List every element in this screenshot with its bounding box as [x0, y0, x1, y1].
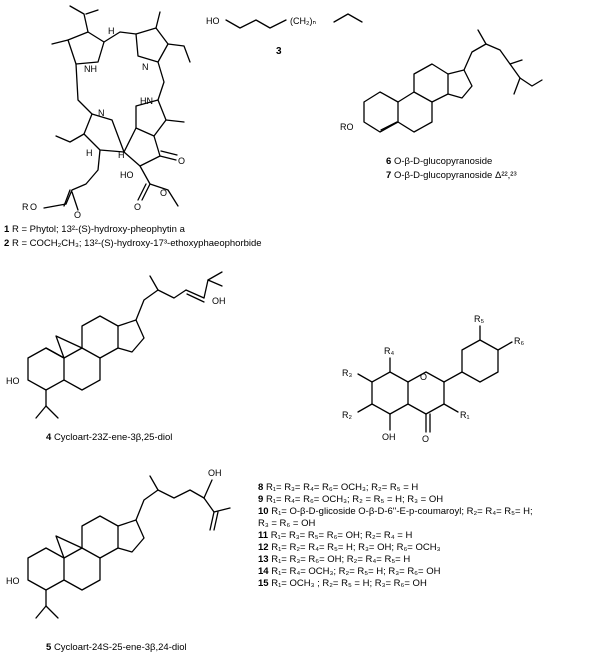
- caption-compound-2: 2 R = COCH₂CH₃; 13²-(S)-hydroxy-17³-etho…: [4, 238, 262, 250]
- compound-6-number: 6: [386, 156, 392, 167]
- vinyl-h: H: [108, 26, 115, 36]
- compound-2-number: 2: [4, 238, 10, 249]
- ester-oxygen: O: [30, 202, 37, 212]
- hydroxy-label: HO: [120, 170, 134, 180]
- cycloartane-4-oh: OH: [212, 296, 226, 306]
- compound-1-number: 1: [4, 224, 10, 235]
- flavonoid-row: 13 R₁= R₃= R₆= OH; R₂= R₄= R₅= H: [258, 554, 411, 565]
- structure-flavone: O O OH R₃ R₂ R₄ R₁ R₅ R₆: [342, 314, 524, 444]
- methoxy-oxygen: O: [160, 188, 167, 198]
- chain-hydroxyl: HO: [206, 16, 220, 26]
- flavonoid-row: 14 R₁= R₄= OCH₃; R₂= R₅= H; R₃= R₆= OH: [258, 566, 441, 577]
- compound-7-text: O-β-D-glucopyranoside Δ²²,²³: [393, 170, 517, 181]
- caption-compound-7: 7 O-β-D-glucopyranoside Δ²²,²³: [386, 170, 517, 182]
- caption-compound-5: 5 Cycloart-24S-25-ene-3β,24-diol: [46, 642, 187, 654]
- caption-compound-4: 4 Cycloart-23Z-ene-3β,25-diol: [46, 432, 172, 444]
- cycloartane-5-hydroxyl: HO: [6, 576, 20, 586]
- caption-compound-1: 1 R = Phytol; 13²-(S)-hydroxy-pheophytin…: [4, 224, 185, 236]
- flavone-carbonyl-o: O: [422, 434, 429, 444]
- compound-4-text: Cycloart-23Z-ene-3β,25-diol: [53, 432, 173, 443]
- structure-cycloartane-5: HO OH: [6, 468, 231, 619]
- cycloartane-4-hydroxyl: HO: [6, 376, 20, 386]
- compound-4-number: 4: [46, 432, 52, 443]
- flavone-r2: R₂: [342, 410, 352, 420]
- compound-1-text: R = Phytol; 13²-(S)-hydroxy-pheophytin a: [11, 224, 185, 235]
- compound-5-text: Cycloart-24S-25-ene-3β,24-diol: [53, 642, 187, 653]
- flavonoid-row: 15 R₁= OCH₃ ; R₂= R₅ = H; R₃= R₆= OH: [258, 578, 427, 589]
- pyrrole-nh: NH: [84, 64, 97, 74]
- flavonoid-row: 10 R₁= O-β-D-glicoside O-β-D-6''-E-p-cou…: [258, 506, 533, 517]
- flavonoid-row: 11 R₁= R₃= R₅= R₆= OH; R₂= R₄ = H: [258, 530, 413, 541]
- compound-5-number: 5: [46, 642, 52, 653]
- flavonoid-row: 12 R₁= R₂= R₄= R₅= H; R₃= OH; R₆= OCH₃: [258, 542, 441, 553]
- flavone-ring-o: O: [420, 372, 427, 382]
- caption-compound-6: 6 O-β-D-glucopyranoside: [386, 156, 492, 168]
- ring-d-h: H: [118, 150, 125, 160]
- compound-2-text: R = COCH₂CH₃; 13²-(S)-hydroxy-17³-ethoxy…: [11, 238, 262, 249]
- flavone-r4: R₄: [384, 346, 394, 356]
- flavone-r5: R₅: [474, 314, 484, 324]
- flavonoid-row: 8 R₁= R₃= R₄= R₆= OCH₃; R₂= R₅ = H: [258, 482, 419, 493]
- carbonyl-oxygen: O: [74, 210, 81, 220]
- r-group-label: R: [22, 202, 29, 212]
- pyrrole-n: N: [142, 62, 149, 72]
- structure-cycloartane-4: HO OH: [6, 271, 226, 419]
- pyrrole-n-ring-d: N: [98, 108, 105, 118]
- flavone-r3: R₃: [342, 368, 352, 378]
- sterol-ro: RO: [340, 122, 354, 132]
- ester-carbonyl-o: O: [134, 202, 141, 212]
- cycloartane-5-oh: OH: [208, 468, 222, 478]
- ketone-oxygen: O: [178, 156, 185, 166]
- compound-6-text: O-β-D-glucopyranoside: [393, 156, 493, 167]
- flavonoid-row: 9 R₁= R₄= R₆= OCH₃; R₂ = R₅ = H; R₃ = OH: [258, 494, 444, 505]
- compound-3-number: 3: [276, 46, 282, 57]
- structure-pheophorbide: R O O NH N HN N H H H HO O O O: [22, 5, 191, 220]
- structure-alcohol-chain: HO (CH₂)ₙ 3: [206, 13, 363, 57]
- flavone-r6: R₆: [514, 336, 524, 346]
- flavonoid-substituent-list: 8 R₁= R₃= R₄= R₆= OCH₃; R₂= R₅ = H 9 R₁=…: [258, 482, 596, 590]
- chain-repeat-unit: (CH₂)ₙ: [290, 16, 316, 26]
- pyrrole-hn: HN: [140, 96, 153, 106]
- flavone-r1: R₁: [460, 410, 470, 420]
- compound-7-number: 7: [386, 170, 392, 181]
- structure-sterol: RO: [340, 29, 543, 133]
- flavonoid-row: R₃ = R₆ = OH: [258, 518, 316, 529]
- flavone-5-oh: OH: [382, 432, 396, 442]
- ring-d-h2: H: [86, 148, 93, 158]
